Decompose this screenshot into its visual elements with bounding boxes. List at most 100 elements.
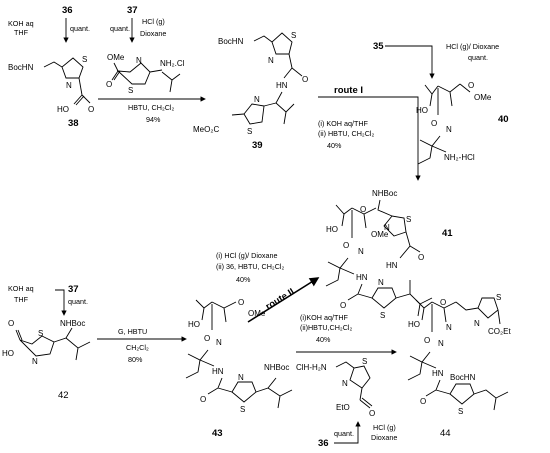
atom-o-43c: O <box>200 395 206 404</box>
atom-s-39b: S <box>247 127 252 136</box>
reagent-dcm-1: CH₂Cl₂ <box>126 343 149 352</box>
compound-41-label: 41 <box>442 228 453 239</box>
atom-s-37: S <box>128 86 133 95</box>
atom-o-41a: O <box>418 253 424 262</box>
compound-36-label-2: 36 <box>318 438 329 449</box>
atom-nh2cl-37: NH₂.Cl <box>160 59 185 68</box>
atom-hn-43: HN <box>212 367 224 376</box>
atom-n-40: N <box>446 125 452 134</box>
compound-36-label: 36 <box>62 5 73 16</box>
atom-n-41b: N <box>358 247 364 256</box>
yield-80: 80% <box>128 355 143 364</box>
reagent-koh-thf-2: (i)KOH aq/THF <box>300 313 349 322</box>
atom-o-38: O <box>88 105 94 114</box>
compound-43-label: 43 <box>212 428 223 439</box>
atom-n-42: N <box>32 357 38 366</box>
compound-37-label-2: 37 <box>68 284 79 295</box>
atom-o-44a: O <box>440 298 446 307</box>
arrow-37-to-42 <box>55 289 67 316</box>
atom-o-41d: O <box>340 301 346 310</box>
atom-bochn-44: BocHN <box>450 373 476 382</box>
arrow-route-1 <box>318 96 421 181</box>
atom-n-44b: N <box>474 319 480 328</box>
atom-ome-41: OMe <box>371 230 389 239</box>
atom-ho-41: HO <box>326 225 338 234</box>
yield-quant-4: quant. <box>68 297 88 306</box>
atom-o-amine: O <box>369 409 375 418</box>
reagent-koh-thf-1: (i) KOH aq/THF <box>318 119 369 128</box>
atom-o-44c: O <box>420 397 426 406</box>
structure-40: HO O OMe O N NH₂-HCl <box>416 81 492 165</box>
reagent-g-hbtu: G, HBTU <box>118 327 147 336</box>
reagent-koh-aq-1: KOH aq <box>8 19 34 28</box>
atom-hn-44: HN <box>432 369 444 378</box>
compound-44-label: 44 <box>440 428 451 439</box>
atom-nhboc-42: NHBoc <box>60 319 85 328</box>
atom-n-43: N <box>216 338 222 347</box>
atom-o-44b: O <box>424 336 430 345</box>
atom-meo2c-39: MeO₂C <box>193 125 219 134</box>
atom-eto-amine: EtO <box>336 403 350 412</box>
arrow-36-to-amine <box>334 421 361 444</box>
atom-hn-41a: HN <box>386 261 398 270</box>
atom-n-44a: N <box>446 323 452 332</box>
arrow-route-2 <box>247 277 320 323</box>
yield-quant-2: quant. <box>110 24 130 33</box>
atom-s-39a: S <box>291 31 296 40</box>
atom-s-amine: S <box>362 357 367 366</box>
reagent-hbtu-dcm-ii-1: (ii) HBTU, CH₂Cl₂ <box>318 129 374 138</box>
reagent-hcl-gas-1: HCl (g) <box>142 17 165 26</box>
yield-40-a: 40% <box>327 141 342 150</box>
atom-co2et-44: CO₂Et <box>488 327 511 336</box>
yield-quant-5: quant. <box>334 429 354 438</box>
reagent-thf-2: THF <box>14 295 29 304</box>
atom-o-43a: O <box>238 298 244 307</box>
atom-n-43b: N <box>238 373 244 382</box>
atom-o-40a: O <box>468 81 474 90</box>
reagent-hcl-dioxane-i: (i) HCl (g)/ Dioxane <box>216 251 278 260</box>
compound-37-label: 37 <box>127 5 138 16</box>
atom-bochn-38: BocHN <box>8 63 34 72</box>
atom-o-43b: O <box>204 334 210 343</box>
compound-40-label: 40 <box>498 114 509 125</box>
atom-ho-43: HO <box>188 320 200 329</box>
atom-n-38: N <box>66 81 72 90</box>
atom-s-44b: S <box>458 407 463 416</box>
yield-quant-1: quant. <box>70 24 90 33</box>
route-1-label: route I <box>334 85 363 96</box>
atom-hn-41b: HN <box>356 273 368 282</box>
atom-s-41b: S <box>380 311 385 320</box>
atom-ome-37: OMe <box>107 53 125 62</box>
route-2-label: route II <box>264 286 297 312</box>
compound-42-label: 42 <box>58 390 69 401</box>
atom-ome-40: OMe <box>474 93 492 102</box>
reagent-hbtu-dcm-ii-2: (ii)HBTU,CH₂Cl₂ <box>300 323 353 332</box>
atom-hn-39: HN <box>276 81 288 90</box>
atom-s-44: S <box>496 293 501 302</box>
atom-ho-42: HO <box>2 349 14 358</box>
atom-o-41c: O <box>343 241 349 250</box>
yield-quant-3: quant. <box>468 53 488 62</box>
compound-35-label: 35 <box>373 41 384 52</box>
yield-94: 94% <box>146 115 161 124</box>
yield-40-b: 40% <box>236 275 251 284</box>
atom-n-44c: N <box>438 339 444 348</box>
reagent-36-hbtu-ii: (ii) 36, HBTU, CH₂Cl₂ <box>216 262 284 271</box>
structure-43: HO O OMe O N HN O N S NHBoc <box>185 298 293 414</box>
reagent-hcl-dioxane-1: HCl (g)/ Dioxane <box>446 42 499 51</box>
atom-nhboc-43: NHBoc <box>264 363 289 372</box>
reagent-thf-1: THF <box>14 28 29 37</box>
atom-n-37: N <box>136 56 142 65</box>
atom-ho-40: HO <box>416 106 428 115</box>
atom-s-38: S <box>82 55 87 64</box>
structure-37-amine: OMe O N S NH₂.Cl <box>106 53 185 95</box>
atom-nhboc-41: NHBoc <box>372 189 397 198</box>
structure-42: O HO S N NHBoc <box>2 319 91 366</box>
atom-n-39b: N <box>254 95 260 104</box>
yield-40-c: 40% <box>316 335 331 344</box>
atom-bochn-39: BocHN <box>218 37 244 46</box>
atom-ome-43: OMe <box>248 309 266 318</box>
atom-clh-h2n: ClH-H₂N <box>296 363 327 372</box>
reagent-hbtu-dcm-1: HBTU, CH₂Cl₂ <box>128 103 175 112</box>
